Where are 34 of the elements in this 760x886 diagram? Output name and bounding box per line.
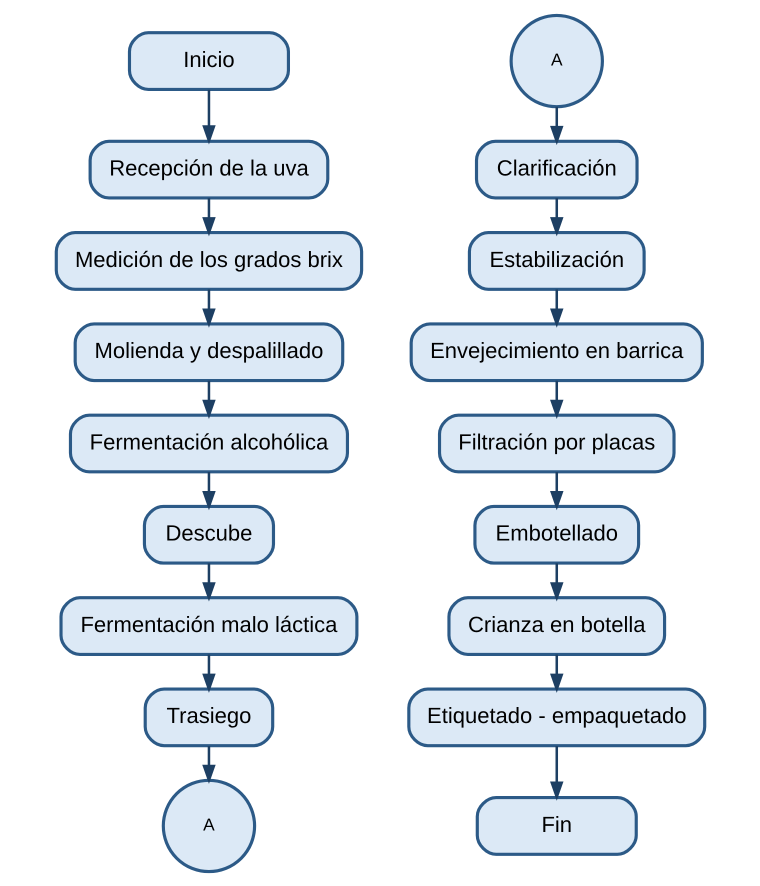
arrow (550, 562, 563, 602)
node-box: Estabilización (467, 230, 646, 290)
arrow (202, 89, 216, 144)
arrow (550, 380, 563, 418)
node-box: Fermentación malo láctica (58, 596, 358, 656)
node-box: Crianza en botella (446, 596, 666, 656)
arrow (202, 746, 216, 784)
node-box: Fin (475, 796, 638, 856)
node-box: Trasiego (143, 686, 274, 747)
arrow (550, 288, 563, 328)
node-circle: A (509, 13, 604, 108)
node-box: Inicio (127, 30, 290, 90)
arrow (202, 288, 216, 328)
arrow (550, 198, 563, 236)
node-box: Filtración por placas (437, 413, 676, 473)
arrow (202, 654, 216, 692)
arrow (550, 472, 563, 510)
node-box: Envejecimiento en barrica (409, 322, 704, 382)
node-box: Descube (142, 504, 275, 564)
node-box: Etiquetado - empaquetado (406, 686, 706, 747)
arrow (202, 562, 216, 602)
node-box: Embotellado (472, 504, 640, 564)
arrow (550, 106, 563, 145)
arrow (550, 654, 563, 692)
node-box: Fermentación alcohólica (68, 413, 349, 473)
arrow (202, 198, 216, 236)
node-box: Clarificación (474, 139, 638, 200)
arrow (550, 746, 563, 800)
node-circle: A (161, 778, 256, 873)
node-box: Molienda y despalillado (73, 322, 344, 382)
arrow (202, 380, 216, 418)
node-box: Medición de los grados brix (54, 230, 363, 290)
arrow (202, 472, 216, 510)
node-box: Recepción de la uva (88, 139, 329, 200)
